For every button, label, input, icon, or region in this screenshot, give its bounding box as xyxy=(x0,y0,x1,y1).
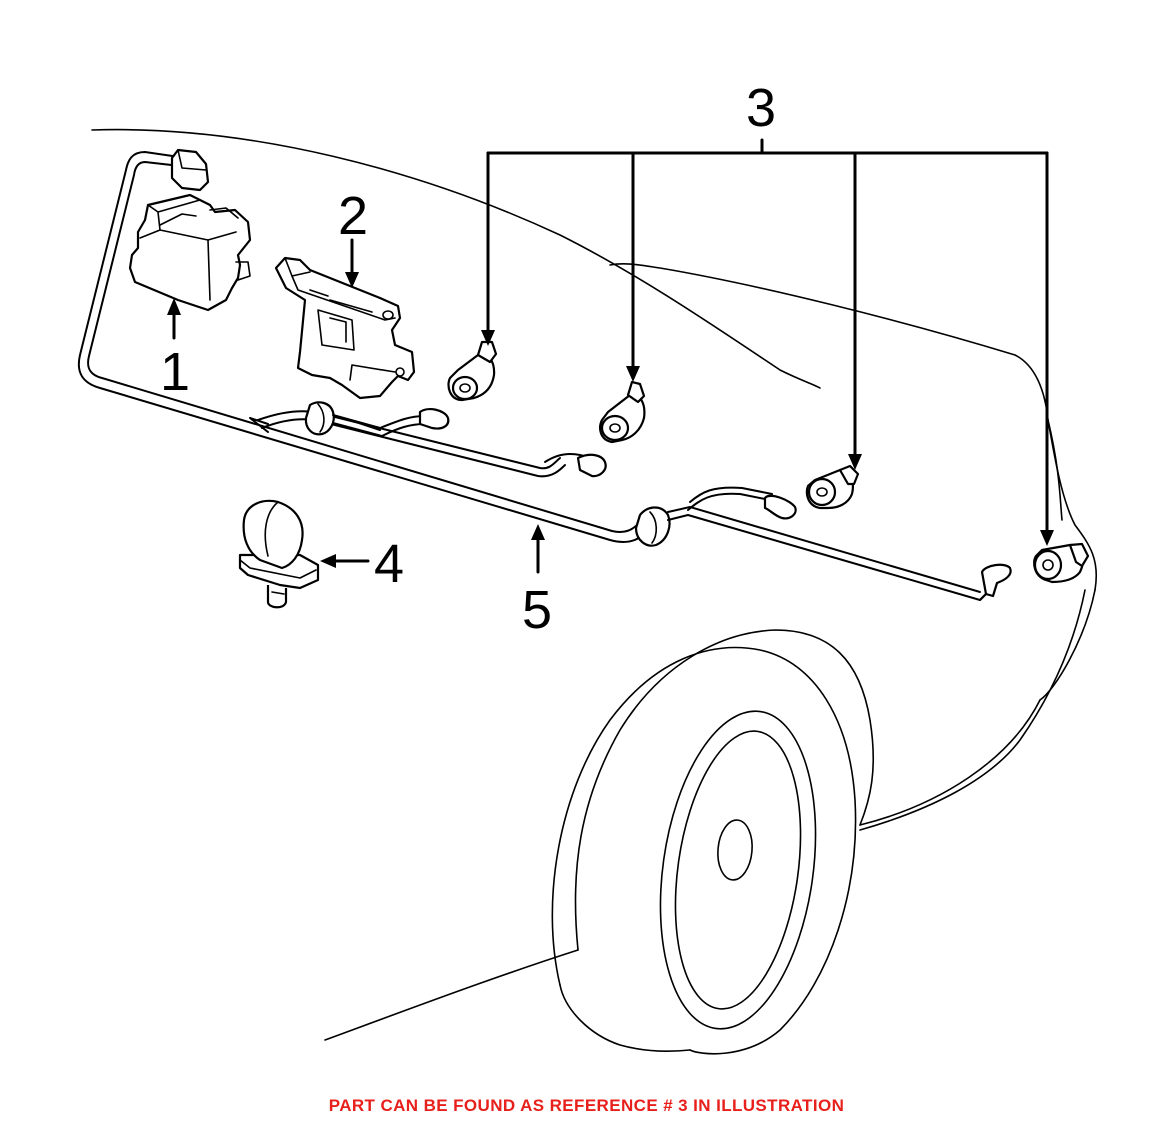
wiring-harness xyxy=(77,151,1012,601)
parking-sensor-1 xyxy=(447,340,498,402)
rear-wheel xyxy=(551,629,875,1055)
callout-leaders xyxy=(167,138,1054,574)
callout-5: 5 xyxy=(522,580,552,640)
callout-4: 4 xyxy=(374,534,404,594)
vehicle-body-outline xyxy=(91,128,1098,1041)
callout-2: 2 xyxy=(338,186,368,246)
parking-sensor-2 xyxy=(599,380,646,444)
reference-note: PART CAN BE FOUND AS REFERENCE # 3 IN IL… xyxy=(328,1096,845,1115)
module-bracket xyxy=(274,256,416,400)
callout-1: 1 xyxy=(160,342,190,402)
parking-aid-module xyxy=(128,148,252,312)
parking-sensor-4 xyxy=(1033,542,1090,584)
parking-sensor-3 xyxy=(805,464,860,510)
sensor-retainer xyxy=(238,499,320,609)
callout-3: 3 xyxy=(746,78,776,138)
